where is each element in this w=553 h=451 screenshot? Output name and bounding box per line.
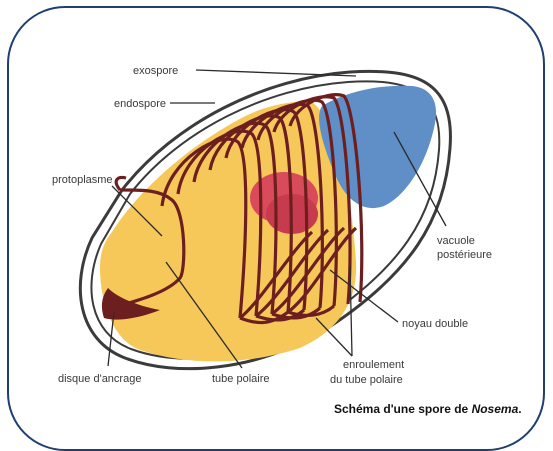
label-disque-ancrage: disque d'ancrage (58, 373, 141, 385)
caption-prefix: Schéma d'une spore de (334, 402, 472, 416)
label-protoplasme: protoplasme (52, 174, 113, 186)
label-enroulement-1: enroulement (343, 359, 404, 371)
label-endospore: endospore (114, 98, 166, 110)
caption-genus: Nosema (472, 402, 519, 416)
label-enroulement-2: du tube polaire (330, 374, 403, 386)
label-tube-polaire: tube polaire (212, 373, 270, 385)
label-vacuole-1: vacuole (437, 235, 475, 247)
caption-suffix: . (518, 402, 521, 416)
label-vacuole-2: postérieure (437, 249, 492, 261)
figure-caption: Schéma d'une spore de Nosema. (334, 402, 522, 416)
label-exospore: exospore (133, 65, 178, 77)
label-noyau-double: noyau double (402, 318, 468, 330)
